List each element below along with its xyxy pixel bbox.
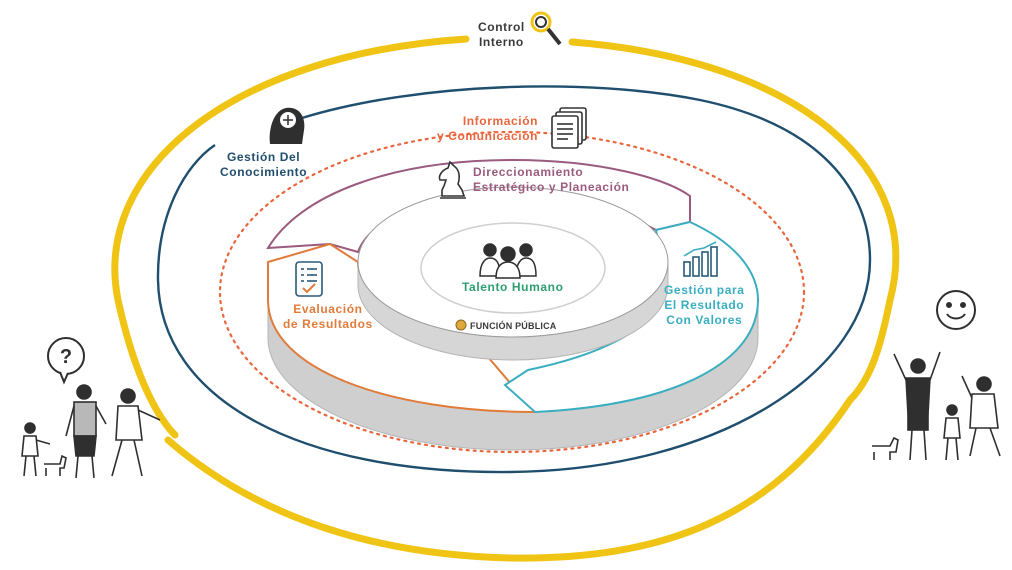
gestion-conocimiento-ring — [156, 85, 872, 474]
family-right-illustration — [872, 351, 1001, 461]
bar-chart-icon — [683, 241, 718, 277]
chess-knight-icon — [438, 160, 466, 199]
control-interno-ring — [568, 38, 900, 404]
svg-text:?: ? — [60, 346, 72, 368]
control-interno-label: Control Interno — [478, 20, 525, 49]
gestion-conocimiento-label: Gestión Del Conocimiento — [220, 150, 308, 179]
evaluacion-label: Evaluación de Resultados — [283, 302, 373, 331]
control-interno-ring-bottom — [164, 396, 854, 562]
documents-icon — [551, 107, 587, 149]
informacion-comunicacion-label: Información y Comunicación — [437, 114, 539, 143]
smiley-icon — [936, 290, 976, 330]
magnifier-icon — [530, 11, 562, 46]
people-group-icon — [479, 243, 537, 279]
funcion-publica-seal — [455, 319, 467, 331]
thinking-head-icon — [269, 107, 305, 144]
funcion-publica-logo-text: FUNCIÓN PÚBLICA — [470, 321, 557, 331]
informacion-comunicacion-ring — [218, 130, 806, 454]
talento-humano-label: Talento Humano — [462, 280, 564, 294]
control-interno-ring — [111, 35, 470, 439]
checklist-icon — [295, 261, 323, 297]
direccionamiento-label: Direccionamiento Estratégico y Planeació… — [473, 165, 630, 194]
family-left-illustration — [21, 384, 161, 479]
question-bubble-icon: ? — [47, 337, 85, 385]
gestion-resultado-label: Gestión para El Resultado Con Valores — [664, 283, 745, 327]
